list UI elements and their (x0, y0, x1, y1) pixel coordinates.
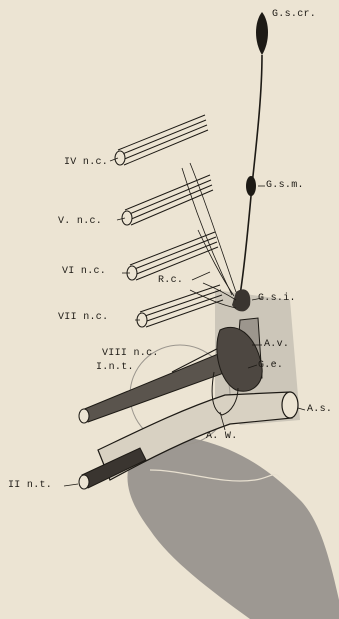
ganglion-superior (256, 12, 268, 55)
label-a-v: A.v. (264, 340, 289, 350)
label-r-c: R.c. (158, 276, 183, 286)
label-vii-nc: VII n.c. (58, 313, 108, 323)
label-g-e: G.e. (258, 361, 283, 371)
nerve-vii (137, 285, 223, 327)
nerve-iv (115, 115, 208, 165)
label-g-s-m: G.s.m. (266, 181, 304, 191)
subclavian-artery-end (282, 392, 298, 418)
label-ii-nt: II n.t. (8, 481, 52, 491)
label-iv-nc: IV n.c. (64, 158, 108, 168)
label-v-nc: V. n.c. (58, 217, 102, 227)
label-a-s: A.s. (307, 405, 332, 415)
pleural-dome-region (127, 436, 339, 619)
sympathetic-trunk (240, 55, 262, 295)
label-g-s-cr: G.s.cr. (272, 10, 316, 20)
label-i-nt: I.n.t. (96, 363, 134, 373)
label-viii-nc: VIII n.c. (102, 349, 159, 359)
nerve-v (122, 175, 213, 225)
ganglion-middle (246, 176, 256, 196)
rami-communicantes (182, 163, 236, 308)
label-a-w: A. W. (206, 432, 238, 442)
label-g-s-i: G.s.i. (258, 294, 296, 304)
label-vi-nc: VI n.c. (62, 267, 106, 277)
nerve-i-thoracic-end (79, 409, 89, 423)
nerve-vi (127, 232, 218, 280)
nerve-ii-thoracic-end (79, 475, 89, 489)
